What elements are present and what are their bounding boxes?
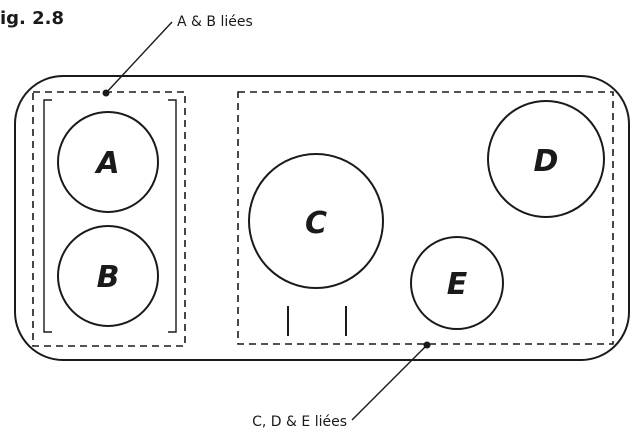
cooking-zone-d xyxy=(487,100,605,218)
cooktop-outline xyxy=(14,75,630,361)
zone-c-label: C xyxy=(305,206,327,241)
callout-bottom-text: C, D & E liées xyxy=(252,414,347,430)
callout-bottom-leader xyxy=(351,344,428,421)
cooking-zone-b xyxy=(57,225,159,327)
bracket-left xyxy=(43,99,52,333)
zone-b-label: B xyxy=(97,260,120,295)
zone-e-label: E xyxy=(447,267,468,302)
zone-d-label: D xyxy=(534,144,559,179)
cooking-zone-e xyxy=(410,236,504,330)
callout-top-text: A & B liées xyxy=(177,14,253,30)
group-ab-dashed-box xyxy=(32,91,186,347)
cooking-zone-c xyxy=(248,153,384,289)
bracket-right xyxy=(168,99,177,333)
callout-top-leader xyxy=(105,21,173,94)
cooking-zone-a xyxy=(57,111,159,213)
group-cde-dashed-box xyxy=(237,91,614,345)
figure-label: ig. 2.8 xyxy=(0,8,64,29)
zone-a-label: A xyxy=(94,146,119,181)
